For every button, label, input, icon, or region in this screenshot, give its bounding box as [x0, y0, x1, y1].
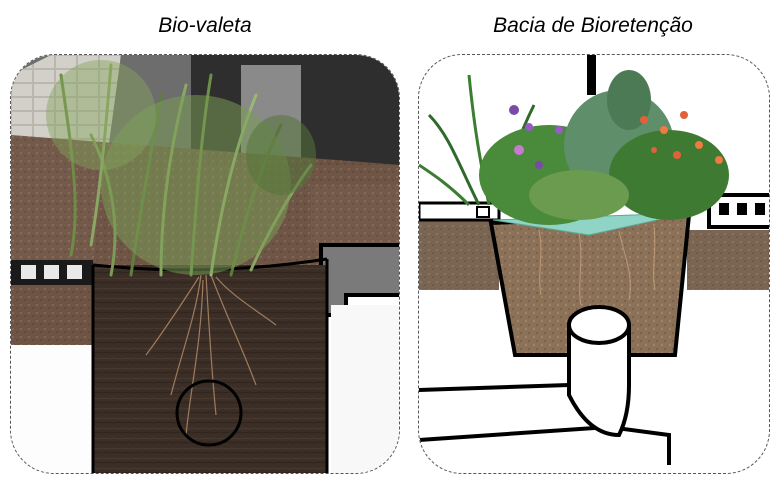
bioretention-illustration	[419, 55, 770, 474]
caption-bacia-bioretencao: Bacia de Bioretenção	[416, 14, 770, 38]
bioswale-illustration	[11, 55, 400, 474]
bioretention-panel	[418, 54, 770, 474]
caption-bio-valeta: Bio-valeta	[8, 14, 402, 38]
bioswale-panel	[10, 54, 400, 474]
